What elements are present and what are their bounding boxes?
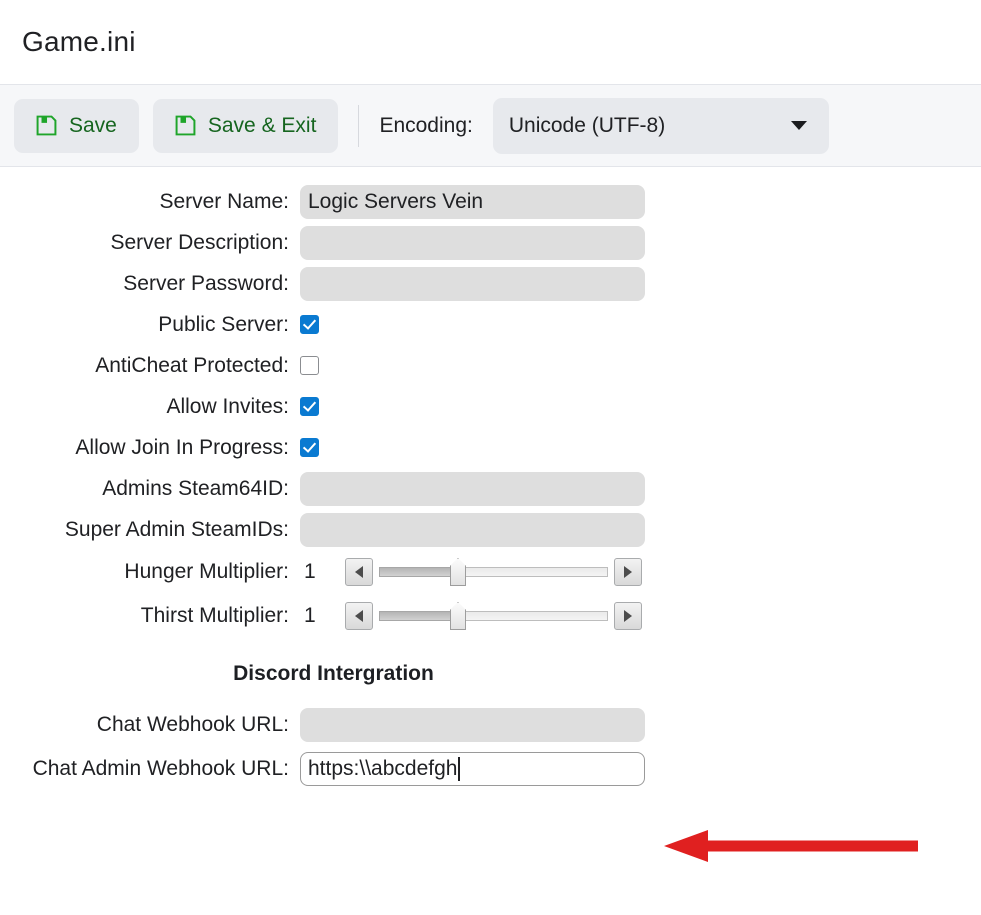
input-chat-admin-webhook-url[interactable]: https:\\abcdefgh bbox=[300, 752, 645, 786]
arrow-right-icon bbox=[624, 610, 632, 622]
label-allow-invites: Allow Invites: bbox=[166, 394, 289, 418]
encoding-selected-value: Unicode (UTF-8) bbox=[508, 113, 666, 137]
form-row-chat-webhook-url: Chat Webhook URL: bbox=[0, 704, 981, 745]
checkbox-allow-invites[interactable] bbox=[300, 397, 319, 416]
slider-track-empty bbox=[463, 611, 608, 621]
form-row-admins-steam64id: Admins Steam64ID: bbox=[0, 468, 981, 509]
chevron-down-icon bbox=[790, 121, 807, 130]
text-caret bbox=[458, 757, 461, 781]
section-heading-discord: Discord Intergration bbox=[233, 662, 434, 685]
form-row-super-admin-steamids: Super Admin SteamIDs: bbox=[0, 509, 981, 550]
input-admins-steam64id[interactable] bbox=[300, 471, 645, 506]
slider-thumb[interactable] bbox=[449, 558, 466, 586]
value-hunger-multiplier: 1 bbox=[304, 560, 316, 583]
label-server-name: Server Name: bbox=[159, 189, 289, 213]
form-row-chat-admin-webhook-url: Chat Admin Webhook URL: https:\\abcdefgh bbox=[0, 745, 981, 793]
slider-decrement-button[interactable] bbox=[345, 602, 373, 630]
label-thirst-multiplier: Thirst Multiplier: bbox=[140, 604, 289, 627]
title-bar: Game.ini bbox=[0, 0, 981, 85]
input-chat-admin-webhook-url-value: https:\\abcdefgh bbox=[308, 757, 458, 780]
toolbar: Save Save & Exit Encoding: Unicode (UTF-… bbox=[0, 85, 981, 167]
label-hunger-multiplier: Hunger Multiplier: bbox=[124, 560, 289, 583]
value-thirst-multiplier: 1 bbox=[304, 604, 316, 627]
label-admins-steam64id: Admins Steam64ID: bbox=[102, 476, 289, 500]
arrow-left-icon bbox=[355, 610, 363, 622]
input-server-password[interactable] bbox=[300, 266, 645, 301]
slider-increment-button[interactable] bbox=[614, 558, 642, 586]
form-row-hunger-multiplier: Hunger Multiplier: 1 bbox=[0, 550, 981, 594]
checkbox-anticheat-protected[interactable] bbox=[300, 356, 319, 375]
slider-track-empty bbox=[463, 567, 608, 577]
slider-track-filled bbox=[379, 567, 464, 577]
form-row-thirst-multiplier: Thirst Multiplier: 1 bbox=[0, 594, 981, 638]
input-server-name[interactable]: Logic Servers Vein bbox=[300, 184, 645, 219]
save-button[interactable]: Save bbox=[14, 98, 139, 153]
form-row-allow-join-in-progress: Allow Join In Progress: bbox=[0, 427, 981, 468]
page-title: Game.ini bbox=[22, 26, 136, 57]
label-anticheat-protected: AntiCheat Protected: bbox=[95, 353, 289, 377]
floppy-disk-icon bbox=[36, 115, 57, 136]
label-public-server: Public Server: bbox=[158, 312, 289, 336]
slider-decrement-button[interactable] bbox=[345, 558, 373, 586]
arrow-right-icon bbox=[624, 566, 632, 578]
save-and-exit-button-label: Save & Exit bbox=[207, 113, 317, 137]
floppy-disk-icon bbox=[175, 115, 196, 136]
slider-track[interactable] bbox=[379, 602, 608, 630]
slider-thumb[interactable] bbox=[449, 602, 466, 630]
input-chat-webhook-url[interactable] bbox=[300, 707, 645, 742]
label-chat-admin-webhook-url: Chat Admin Webhook URL: bbox=[32, 757, 289, 780]
encoding-label: Encoding: bbox=[379, 113, 473, 137]
form-row-server-name: Server Name: Logic Servers Vein bbox=[0, 181, 981, 222]
checkbox-allow-join-in-progress[interactable] bbox=[300, 438, 319, 457]
save-and-exit-button[interactable]: Save & Exit bbox=[152, 98, 339, 153]
red-pointer-arrow bbox=[664, 830, 918, 862]
form-row-public-server: Public Server: bbox=[0, 304, 981, 345]
form-row-anticheat-protected: AntiCheat Protected: bbox=[0, 345, 981, 386]
label-super-admin-steamids: Super Admin SteamIDs: bbox=[64, 517, 289, 541]
slider-track-filled bbox=[379, 611, 464, 621]
label-allow-join-in-progress: Allow Join In Progress: bbox=[75, 435, 289, 459]
slider-thirst-multiplier[interactable] bbox=[345, 602, 642, 630]
label-chat-webhook-url: Chat Webhook URL: bbox=[96, 712, 289, 736]
arrow-left-icon bbox=[355, 566, 363, 578]
slider-hunger-multiplier[interactable] bbox=[345, 558, 642, 586]
settings-form: Server Name: Logic Servers Vein Server D… bbox=[0, 167, 981, 793]
form-row-allow-invites: Allow Invites: bbox=[0, 386, 981, 427]
form-row-server-description: Server Description: bbox=[0, 222, 981, 263]
toolbar-divider bbox=[358, 104, 360, 147]
input-server-description[interactable] bbox=[300, 225, 645, 260]
encoding-select[interactable]: Unicode (UTF-8) bbox=[492, 97, 829, 154]
save-button-label: Save bbox=[69, 113, 117, 137]
slider-track[interactable] bbox=[379, 558, 608, 586]
checkbox-public-server[interactable] bbox=[300, 315, 319, 334]
input-super-admin-steamids[interactable] bbox=[300, 512, 645, 547]
form-row-server-password: Server Password: bbox=[0, 263, 981, 304]
slider-increment-button[interactable] bbox=[614, 602, 642, 630]
label-server-description: Server Description: bbox=[110, 230, 289, 254]
label-server-password: Server Password: bbox=[123, 271, 289, 295]
